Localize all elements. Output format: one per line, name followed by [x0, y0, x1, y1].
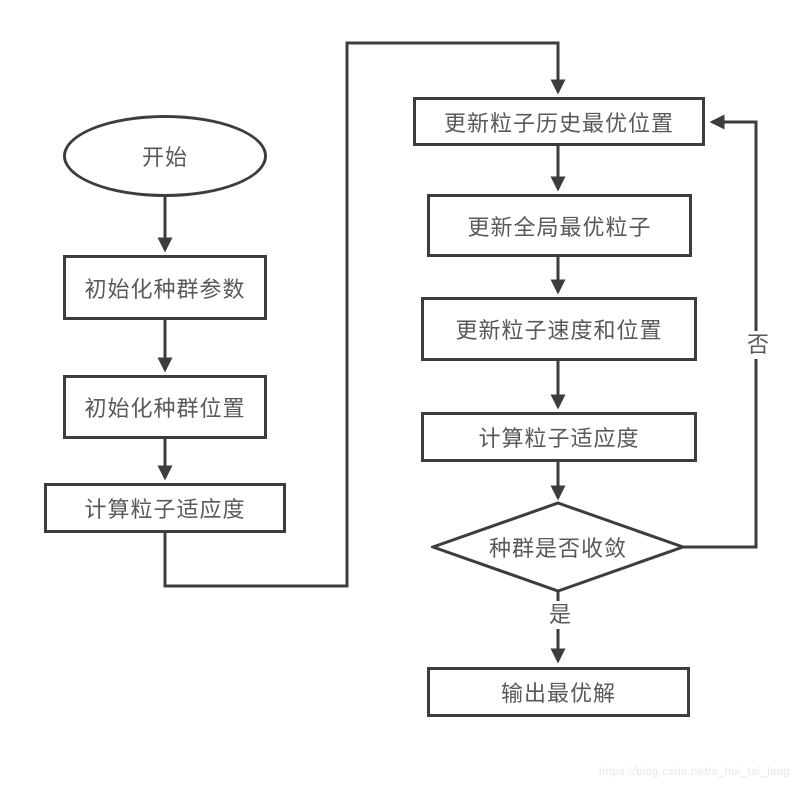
- node-update-gbest-label: 更新全局最优粒子: [467, 214, 652, 240]
- edge-label-yes: 是: [544, 601, 576, 629]
- node-init-params: 初始化种群参数: [63, 255, 267, 320]
- node-decision-label: 种群是否收敛: [488, 536, 627, 561]
- watermark-url: https://blog.csdn.net/a_hui_tai_lang: [598, 766, 790, 778]
- node-output-label: 输出最优解: [500, 681, 616, 706]
- node-update-gbest: 更新全局最优粒子: [427, 194, 692, 257]
- node-update-pbest-label: 更新粒子历史最优位置: [443, 110, 674, 136]
- edge-calc-fitness-to-update-pbest: [163, 41, 566, 588]
- edge-label-no: 否: [742, 331, 774, 359]
- node-update-velocity-label: 更新粒子速度和位置: [455, 318, 663, 343]
- decision-diamond-shape: [431, 501, 685, 593]
- node-update-velocity: 更新粒子速度和位置: [421, 297, 697, 361]
- node-start: 开始: [63, 115, 267, 197]
- node-init-params-label: 初始化种群参数: [84, 276, 246, 302]
- node-calc-fitness-right: 计算粒子适应度: [421, 412, 697, 462]
- node-decision-converged: 种群是否收敛: [431, 501, 685, 593]
- node-start-label: 开始: [141, 145, 188, 170]
- node-output: 输出最优解: [427, 667, 690, 717]
- node-init-positions: 初始化种群位置: [63, 375, 267, 439]
- node-update-pbest: 更新粒子历史最优位置: [413, 97, 705, 146]
- node-init-positions-label: 初始化种群位置: [84, 396, 246, 421]
- node-calc-fitness-right-label: 计算粒子适应度: [478, 426, 640, 451]
- node-calc-fitness-left-label: 计算粒子适应度: [84, 497, 246, 522]
- node-calc-fitness-left: 计算粒子适应度: [44, 483, 286, 533]
